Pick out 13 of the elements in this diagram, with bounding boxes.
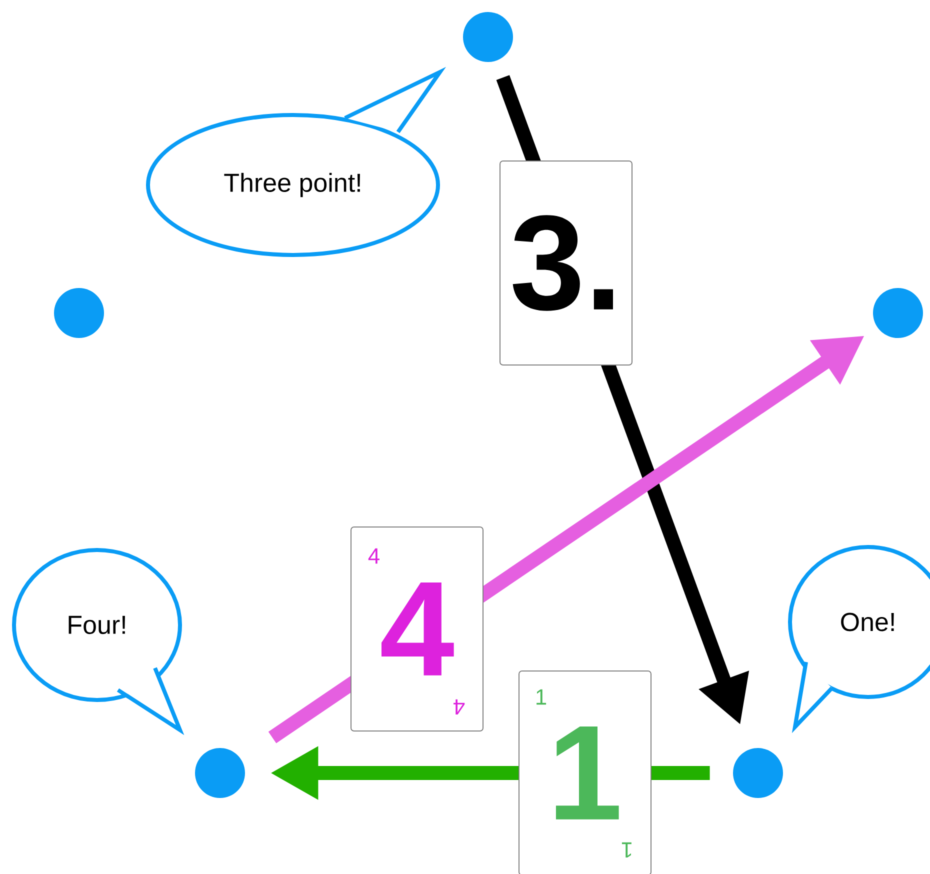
dot [54, 288, 104, 338]
speech-bubble: One! [788, 545, 930, 734]
playing-card: 3. [500, 160, 632, 366]
card-corner-number: 1 [536, 689, 546, 705]
dot [463, 12, 513, 62]
speech-bubble: Three point! [146, 66, 446, 257]
dot [873, 288, 923, 338]
card-corner-number: 4 [368, 548, 380, 564]
card-corner-number: 1 [622, 842, 632, 858]
dot [195, 748, 245, 798]
speech-bubble: Four! [12, 548, 184, 736]
card-corner-number: 4 [454, 699, 465, 715]
dot [733, 748, 783, 798]
